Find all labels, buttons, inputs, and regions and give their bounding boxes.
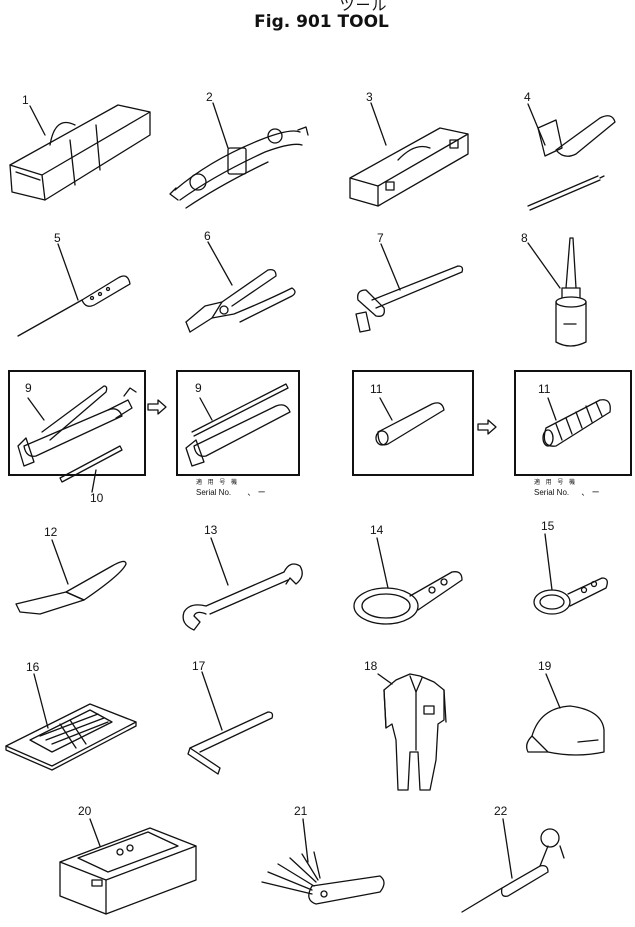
tool-bag-icon <box>9 104 151 201</box>
item-number-12: 12 <box>44 525 58 539</box>
figure-title: Fig. 901 TOOL <box>254 12 389 32</box>
leader-11b <box>547 397 557 421</box>
screwdriver-icon <box>17 275 131 337</box>
leader-1 <box>29 105 46 136</box>
item-number-9a: 9 <box>25 381 32 395</box>
leader-21 <box>302 818 309 863</box>
leader-15 <box>544 533 553 591</box>
oil-can-icon <box>555 237 587 347</box>
item-number-2: 2 <box>206 90 213 104</box>
cap-icon <box>526 705 605 756</box>
knife-icon <box>15 560 127 615</box>
feeler-gauge-icon <box>261 851 385 905</box>
leader-12 <box>51 539 69 585</box>
item-number-16: 16 <box>26 660 40 674</box>
item-number-7: 7 <box>377 231 384 245</box>
japanese-title: ツール <box>339 0 388 14</box>
item-number-4: 4 <box>524 90 531 104</box>
leader-2 <box>212 102 229 149</box>
hose-icon <box>542 399 611 447</box>
leader-18 <box>377 673 393 685</box>
leader-20 <box>89 818 101 847</box>
pliers-icon <box>185 268 296 333</box>
leader-13 <box>210 537 229 586</box>
leader-4 <box>527 103 546 146</box>
item-number-9b: 9 <box>195 381 202 395</box>
filter-wrench-small-icon <box>533 577 608 615</box>
open-end-wrench-icon <box>182 563 303 631</box>
item-number-13: 13 <box>204 523 218 537</box>
leader-14 <box>376 537 389 589</box>
item-number-15: 15 <box>541 519 555 533</box>
cylinder-pin-icon <box>375 402 445 446</box>
item-number-18: 18 <box>364 659 378 673</box>
leader-17 <box>201 671 223 731</box>
grease-gun-icon <box>17 385 137 467</box>
item-number-1: 1 <box>22 93 29 107</box>
manual-icon <box>5 703 137 771</box>
item-number-10: 10 <box>90 491 104 505</box>
item-number-19: 19 <box>538 659 552 673</box>
grease-gun-icon <box>185 383 291 467</box>
filter-wrench-large-icon <box>353 571 463 625</box>
item-number-11a: 11 <box>370 382 383 396</box>
wrench-set-icon <box>169 126 309 209</box>
leader-11a <box>379 397 393 421</box>
parts-case-icon <box>59 827 197 915</box>
replacement-box-pin-old <box>352 370 474 476</box>
serial-note-2: 適 用 号 機 Serial No. 、 ー <box>534 480 600 497</box>
leader-22 <box>502 818 513 879</box>
item-number-17: 17 <box>192 659 206 673</box>
hex-key-icon <box>187 711 274 775</box>
item-number-11b: 11 <box>538 382 551 396</box>
leader-9a <box>27 397 45 421</box>
leader-3 <box>370 102 387 146</box>
replacement-arrow-icon <box>147 399 497 435</box>
item-number-3: 3 <box>366 90 373 104</box>
serial-note-1: 適 用 号 機 Serial No. 、 ー <box>196 480 266 497</box>
leader-7 <box>380 243 401 291</box>
hammer-icon <box>355 265 464 333</box>
tool-box-icon <box>349 127 469 207</box>
leader-6 <box>207 241 233 286</box>
gauge-tool-icon <box>461 828 565 913</box>
leader-10 <box>91 469 97 493</box>
leader-19 <box>545 673 561 709</box>
leader-8 <box>527 242 561 289</box>
leader-5 <box>57 243 79 301</box>
leader-9b <box>199 397 213 421</box>
item-number-6: 6 <box>204 229 211 243</box>
item-number-22: 22 <box>494 804 508 818</box>
leader-16 <box>33 673 49 729</box>
item-number-14: 14 <box>370 523 384 537</box>
screwdriver-set-icon <box>527 115 616 211</box>
item-number-20: 20 <box>78 804 92 818</box>
item-number-8: 8 <box>521 231 528 245</box>
item-number-5: 5 <box>54 231 61 245</box>
replacement-box-hose-new <box>514 370 632 476</box>
nozzle-icon <box>59 445 123 483</box>
item-number-21: 21 <box>294 804 308 818</box>
coverall-icon <box>383 673 447 791</box>
